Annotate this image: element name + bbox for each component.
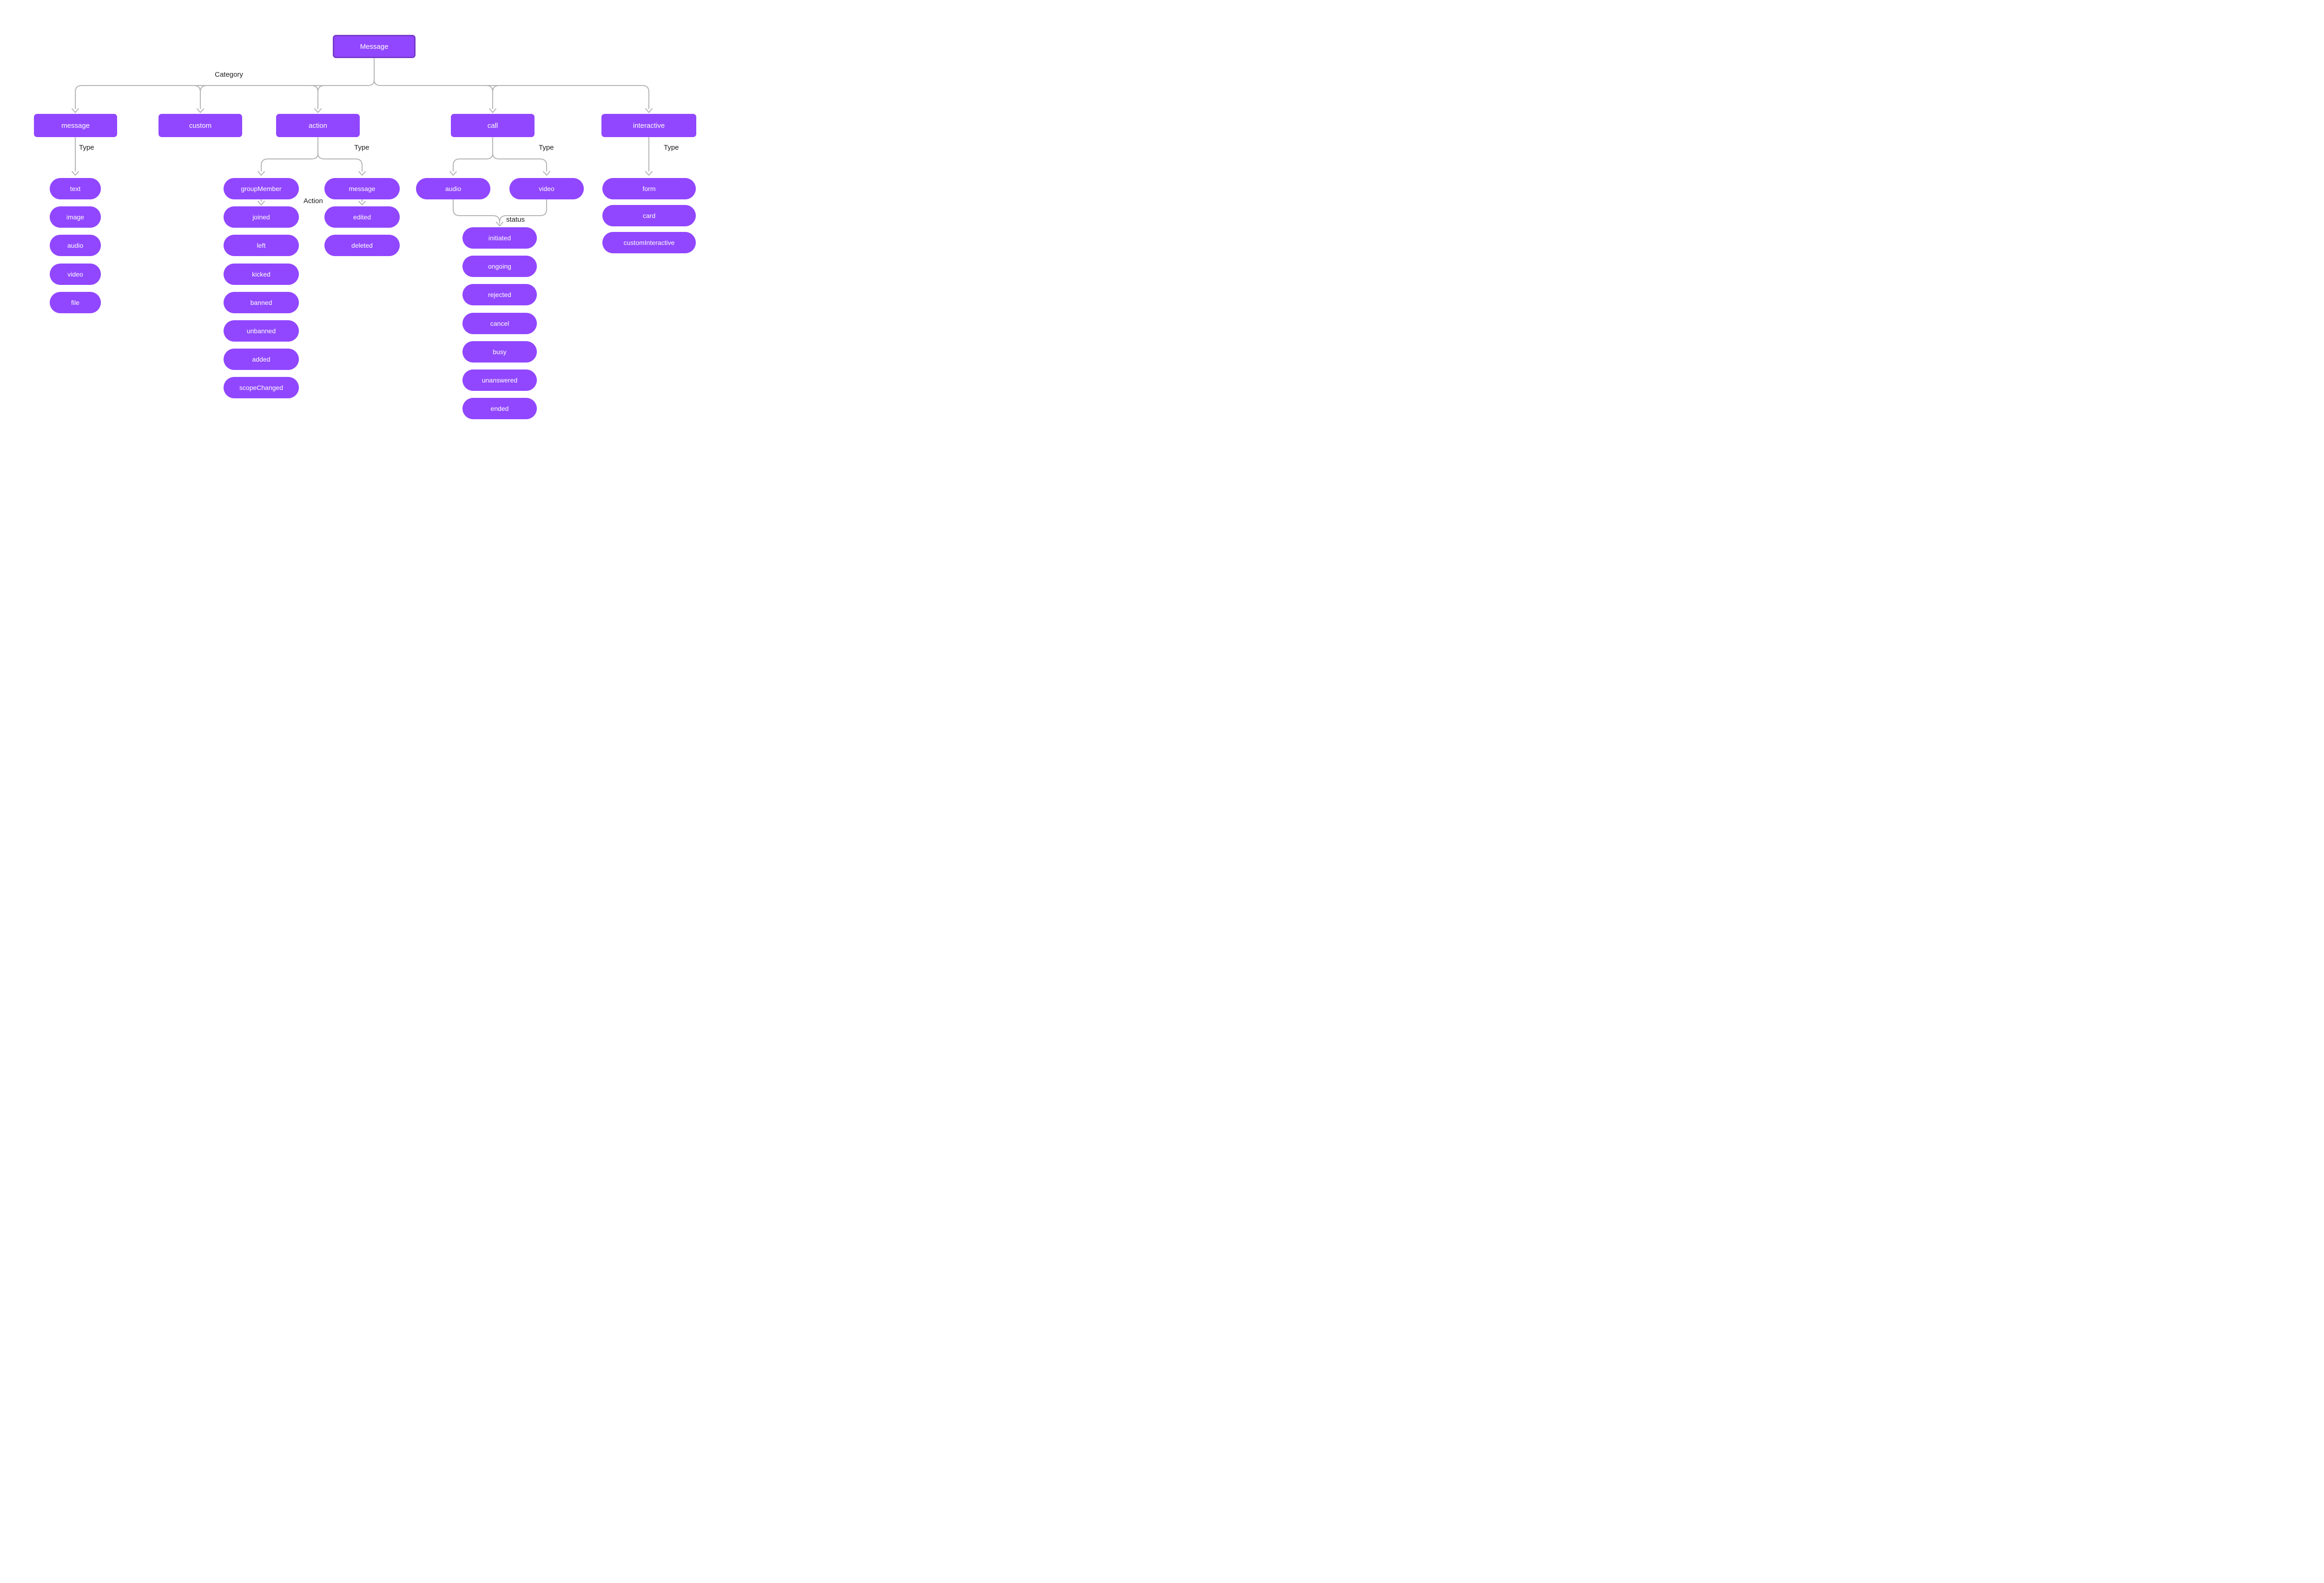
node-status-cancel[interactable]: cancel bbox=[462, 313, 537, 334]
node-interactive-form[interactable]: form bbox=[602, 178, 696, 199]
node-interactive-custominteractive[interactable]: customInteractive bbox=[602, 232, 696, 253]
node-status-busy[interactable]: busy bbox=[462, 341, 537, 363]
node-status-ended[interactable]: ended bbox=[462, 398, 537, 419]
node-type-video[interactable]: video bbox=[50, 264, 101, 285]
node-interactive-card[interactable]: card bbox=[602, 205, 696, 226]
edge-label-type-interactive: Type bbox=[664, 144, 679, 152]
node-status-initiated[interactable]: initiated bbox=[462, 227, 537, 249]
node-category-message[interactable]: message bbox=[34, 114, 117, 137]
node-call-audio[interactable]: audio bbox=[416, 178, 490, 199]
node-action-edited[interactable]: edited bbox=[324, 206, 400, 228]
node-call-video[interactable]: video bbox=[509, 178, 584, 199]
node-status-unanswered[interactable]: unanswered bbox=[462, 369, 537, 391]
node-action-groupmember[interactable]: groupMember bbox=[224, 178, 299, 199]
node-status-ongoing[interactable]: ongoing bbox=[462, 256, 537, 277]
edge-label-status: status bbox=[506, 216, 525, 224]
edge-label-type-action: Type bbox=[354, 144, 370, 152]
node-category-custom[interactable]: custom bbox=[158, 114, 242, 137]
edge-label-type-message: Type bbox=[79, 144, 94, 152]
node-action-banned[interactable]: banned bbox=[224, 292, 299, 313]
edge-label-action: Action bbox=[304, 197, 323, 205]
node-type-audio[interactable]: audio bbox=[50, 235, 101, 256]
node-action-kicked[interactable]: kicked bbox=[224, 264, 299, 285]
node-action-deleted[interactable]: deleted bbox=[324, 235, 400, 256]
node-type-file[interactable]: file bbox=[50, 292, 101, 313]
node-type-image[interactable]: image bbox=[50, 206, 101, 228]
node-type-text[interactable]: text bbox=[50, 178, 101, 199]
node-status-rejected[interactable]: rejected bbox=[462, 284, 537, 305]
node-action-added[interactable]: added bbox=[224, 349, 299, 370]
edge-label-type-call: Type bbox=[539, 144, 554, 152]
node-action-joined[interactable]: joined bbox=[224, 206, 299, 228]
node-action-unbanned[interactable]: unbanned bbox=[224, 320, 299, 342]
node-action-left[interactable]: left bbox=[224, 235, 299, 256]
node-action-scopechanged[interactable]: scopeChanged bbox=[224, 377, 299, 398]
node-category-interactive[interactable]: interactive bbox=[601, 114, 696, 137]
node-message-root[interactable]: Message bbox=[333, 35, 416, 58]
flowchart-canvas: Category Type Type Type Type Action stat… bbox=[0, 0, 729, 454]
node-category-action[interactable]: action bbox=[276, 114, 360, 137]
node-category-call[interactable]: call bbox=[451, 114, 535, 137]
node-action-message[interactable]: message bbox=[324, 178, 400, 199]
edge-label-category: Category bbox=[215, 71, 243, 79]
